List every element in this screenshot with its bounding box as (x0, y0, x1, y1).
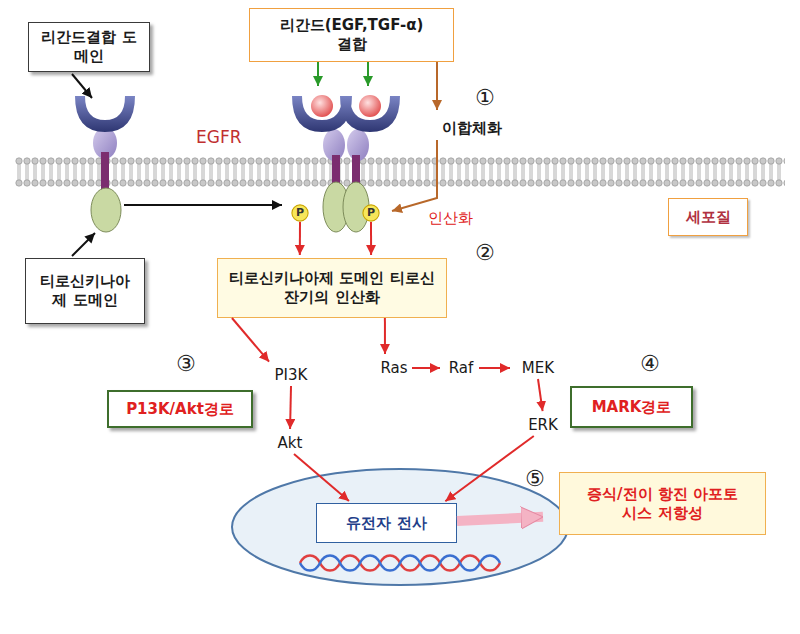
region-label-box: 세포질 (668, 198, 748, 236)
phosphate-circle-shape (363, 205, 379, 221)
ligand-ball (311, 95, 333, 117)
ligand-box: 리간드(EGF,TGF-α) 결합 (249, 8, 454, 62)
callout-number: ④ (640, 352, 660, 376)
ligand-binding-domain (75, 96, 135, 132)
node-text: 티로신키나아제 도메인 티로신잔기의 인산화 (226, 269, 438, 307)
leader-arrow (72, 74, 92, 98)
step-label: 인산화 (428, 210, 473, 227)
callout-box: 리간드결합 도메인 (28, 22, 150, 72)
process-box: 유전자 전사 (316, 503, 457, 543)
step-arrow (392, 140, 437, 211)
dna-strand (300, 556, 500, 571)
outcome-box: 증식/전이 항진 아포토시스 저항성 (559, 472, 766, 535)
signal-arrow (538, 379, 543, 411)
node-text: 티로신키나아제 도메인 (34, 272, 136, 310)
node-text: ERK (528, 416, 558, 435)
pathway-box: P13K/Akt경로 (107, 390, 253, 428)
signal-arrow (445, 436, 533, 501)
node-text: 유전자 전사 (346, 514, 426, 533)
receptor-label: EGFR (196, 128, 242, 147)
signal-arrow (479, 367, 510, 369)
step-arrow (436, 62, 438, 110)
signal-arrow (232, 318, 269, 362)
callout-number: ② (475, 241, 495, 265)
ligand-binding-domain (340, 96, 400, 132)
node-text: PI3K (275, 366, 308, 385)
phosphate-circle-shape (292, 205, 308, 221)
ligand-ball (359, 95, 381, 117)
protein-name: Akt (270, 432, 310, 454)
node-text: P13K/Akt경로 (126, 400, 234, 419)
signal-arrow (370, 222, 372, 255)
callout-number: ① (475, 86, 495, 110)
binding-arrow (317, 62, 319, 86)
node-text: Ras (380, 359, 407, 378)
step-label: 이합체화 (442, 120, 502, 137)
signal-arrow (412, 367, 440, 369)
process-box: 티로신키나아제 도메인 티로신잔기의 인산화 (217, 258, 447, 318)
protein-name: Ras (376, 357, 412, 379)
protein-name: MEK (513, 357, 563, 379)
node-text: 증식/전이 항진 아포토시스 저항성 (582, 485, 743, 523)
leader-arrow (72, 233, 95, 256)
node-text: MARK경로 (592, 398, 672, 417)
nucleus (232, 469, 568, 585)
protein-name: Raf (443, 357, 479, 379)
pathway-box: MARK경로 (570, 386, 693, 428)
dna-strand (300, 556, 500, 571)
binding-arrow (367, 62, 369, 86)
kinase-domain (91, 188, 121, 232)
node-text: MEK (522, 359, 554, 378)
dimerization-arrow (124, 204, 282, 206)
signal-arrow (299, 222, 301, 255)
transmembrane-domain (101, 152, 109, 192)
signal-arrow (289, 386, 292, 429)
node-text: 리간드결합 도메인 (37, 28, 141, 66)
node-text: 세포질 (686, 208, 731, 227)
phosphate-circle: P (291, 204, 309, 222)
node-text: 리간드(EGF,TGF-α) 결합 (274, 16, 429, 54)
callout-number: ③ (176, 352, 196, 376)
signal-arrow (457, 517, 543, 521)
callout-number: ⑤ (525, 467, 545, 491)
callout-box: 티로신키나아제 도메인 (25, 258, 145, 324)
signal-arrow (294, 454, 349, 501)
cell-membrane (15, 157, 785, 187)
node-text: Akt (278, 434, 303, 453)
protein-name: PI3K (266, 364, 316, 386)
protein-name: ERK (520, 414, 566, 436)
phosphate-circle: P (362, 204, 380, 222)
node-text: P (367, 206, 375, 220)
node-text: Raf (449, 359, 474, 378)
node-text: P (296, 206, 304, 220)
signal-arrow (384, 318, 386, 354)
